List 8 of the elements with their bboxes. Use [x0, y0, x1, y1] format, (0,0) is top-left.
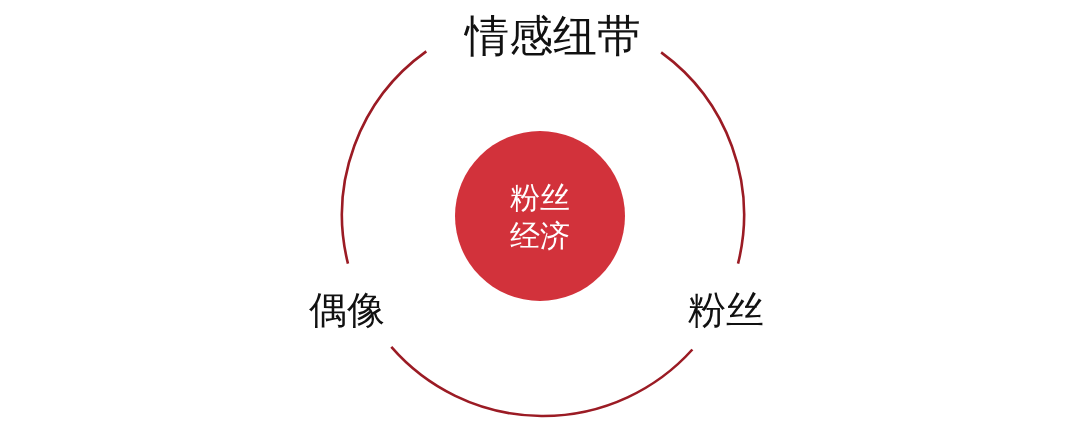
- arc-connector: [390, 345, 694, 418]
- arc-connector: [340, 50, 428, 264]
- center-circle: [455, 131, 625, 301]
- arc-connector: [660, 51, 746, 264]
- node-label: 粉丝: [688, 290, 764, 332]
- node-label: 情感纽带: [465, 11, 641, 61]
- node-label: 偶像: [309, 290, 385, 332]
- circle-label: 粉丝经济: [509, 178, 571, 254]
